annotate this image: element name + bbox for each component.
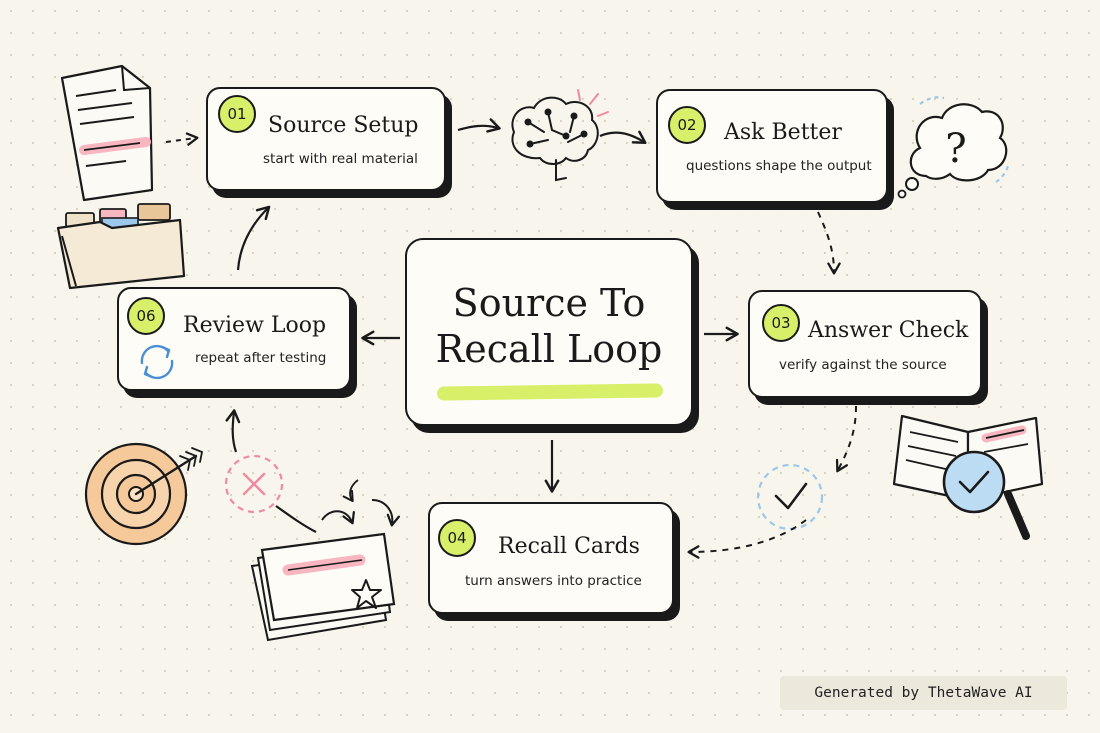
target-icon bbox=[84, 442, 204, 546]
step-title: Recall Cards bbox=[498, 534, 640, 559]
book-magnifier-icon bbox=[892, 414, 1044, 540]
step-card-ask-better: 02 Ask Better questions shape the output bbox=[656, 89, 888, 203]
step-badge: 03 bbox=[762, 304, 800, 342]
title-highlight bbox=[436, 383, 664, 401]
center-title-card: Source To Recall Loop bbox=[405, 238, 693, 426]
step-subtitle: questions shape the output bbox=[686, 158, 872, 174]
step-card-source-setup: 01 Source Setup start with real material bbox=[206, 87, 446, 191]
step-card-answer-check: 03 Answer Check verify against the sourc… bbox=[748, 290, 982, 398]
step-title: Ask Better bbox=[724, 120, 842, 145]
step-card-recall-cards: 04 Recall Cards turn answers into practi… bbox=[428, 502, 674, 614]
cross-circle-icon bbox=[224, 454, 284, 514]
step-subtitle: repeat after testing bbox=[195, 350, 327, 366]
brain-icon bbox=[511, 89, 609, 182]
step-subtitle: start with real material bbox=[263, 151, 418, 167]
step-title: Review Loop bbox=[183, 313, 327, 338]
step-title: Answer Check bbox=[808, 318, 969, 343]
question-cloud-icon: ? bbox=[897, 96, 1010, 199]
check-circle-icon bbox=[756, 463, 824, 531]
svg-text:?: ? bbox=[945, 126, 966, 172]
diagram-title: Source To Recall Loop bbox=[435, 281, 663, 371]
generated-by-label: Generated by ThetaWave AI bbox=[780, 676, 1067, 710]
step-badge: 01 bbox=[218, 95, 256, 133]
folder-icon bbox=[56, 203, 186, 290]
step-card-review-loop: 06 Review Loop repeat after testing bbox=[117, 287, 351, 391]
flashcards-icon bbox=[250, 479, 401, 642]
document-icon bbox=[60, 64, 154, 202]
step-badge: 04 bbox=[438, 519, 476, 557]
step-badge: 06 bbox=[127, 297, 165, 335]
refresh-icon bbox=[140, 344, 174, 380]
step-badge: 02 bbox=[668, 106, 706, 144]
step-title: Source Setup bbox=[268, 113, 419, 138]
step-subtitle: verify against the source bbox=[779, 357, 947, 373]
step-subtitle: turn answers into practice bbox=[465, 573, 642, 589]
